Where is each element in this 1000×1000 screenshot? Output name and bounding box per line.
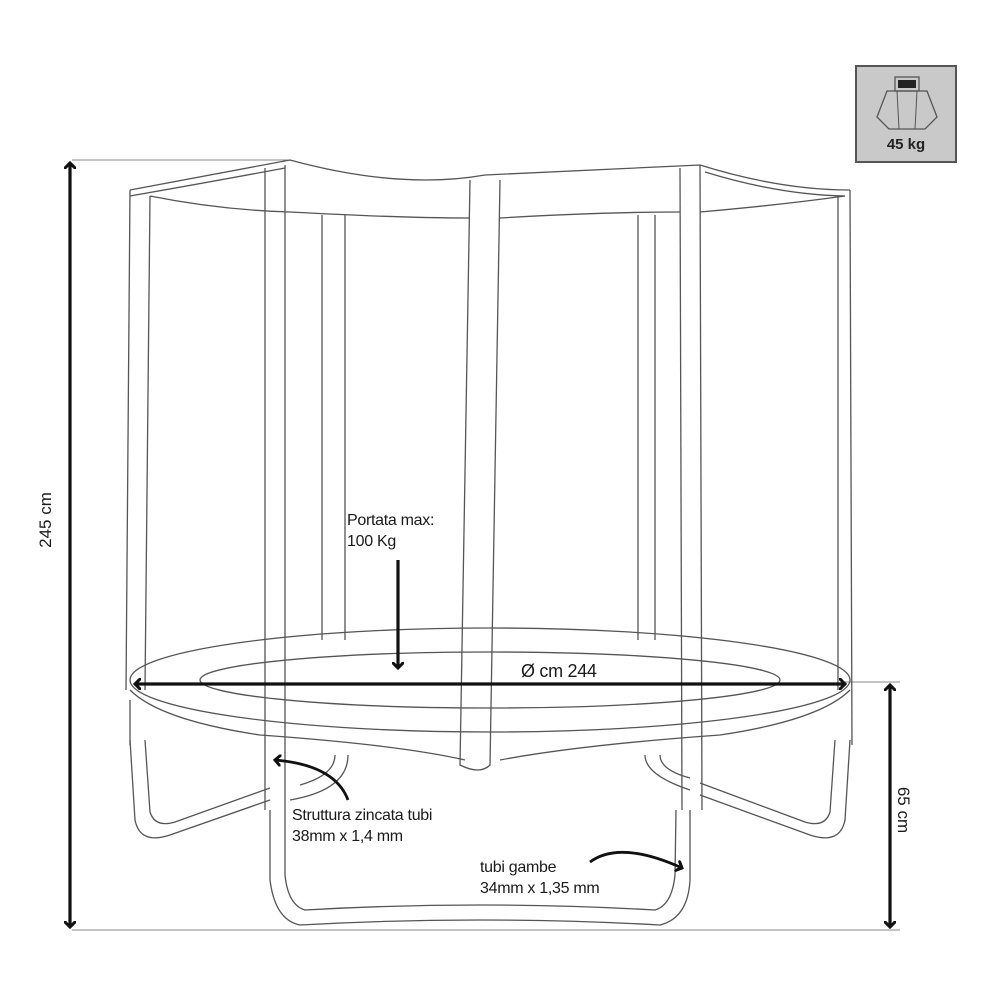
frame-callout-arrow bbox=[275, 760, 350, 801]
diameter-label: Ø cm 244 bbox=[521, 661, 597, 681]
legs-spec-line2: 34mm x 1,35 mm bbox=[480, 880, 600, 897]
leg-height-label: 65 cm bbox=[894, 786, 914, 834]
legs-spec-line1: tubi gambe bbox=[480, 859, 557, 876]
max-load-line1: Portata max: bbox=[347, 512, 435, 529]
legs-callout-arrow bbox=[589, 850, 682, 868]
max-load-line2: 100 Kg bbox=[347, 533, 396, 550]
frame-spec-label: Struttura zincata tubi 38mm x 1,4 mm bbox=[292, 805, 432, 847]
reference-lines bbox=[72, 159, 900, 931]
enclosure-net bbox=[125, 159, 853, 811]
total-height-label: 245 cm bbox=[35, 492, 55, 548]
weight-icon bbox=[876, 76, 938, 130]
frame-spec-line2: 38mm x 1,4 mm bbox=[292, 828, 403, 845]
max-load-label: Portata max: 100 Kg bbox=[347, 510, 434, 552]
weight-label: 45 kg bbox=[886, 136, 926, 153]
frame-spec-line1: Struttura zincata tubi bbox=[292, 807, 433, 824]
legs-spec-label: tubi gambe 34mm x 1,35 mm bbox=[480, 857, 600, 899]
dimension-arrows bbox=[70, 163, 890, 927]
weight-badge: 45 kg bbox=[855, 65, 957, 163]
callout-arrows bbox=[275, 760, 682, 868]
